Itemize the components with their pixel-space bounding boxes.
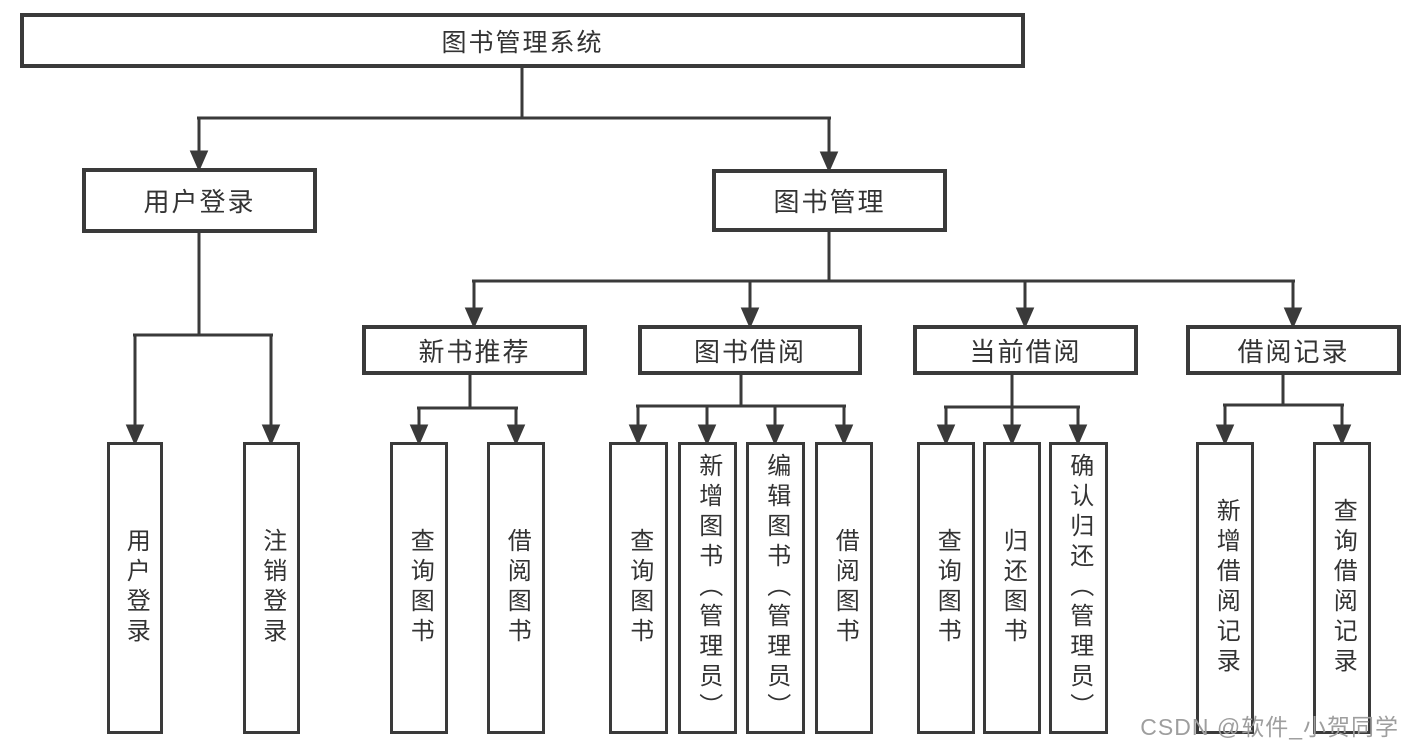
leaf-user-login: 用户登录 <box>107 442 163 734</box>
leaf-recommend-query-books: 查询图书 <box>390 442 448 734</box>
leaf-borrowing-edit-books-admin-label: 编辑图书（管理员） <box>762 453 790 723</box>
csdn-watermark: CSDN @软件_小贺同学 <box>1140 714 1399 740</box>
leaf-logout-label: 注销登录 <box>258 528 286 648</box>
leaf-records-add-record-label: 新增借阅记录 <box>1212 498 1240 678</box>
leaf-records-query-record: 查询借阅记录 <box>1313 442 1371 734</box>
node-new-book-recommendation: 新书推荐 <box>362 325 587 375</box>
leaf-borrowing-add-books-admin: 新增图书（管理员） <box>678 442 737 734</box>
leaf-borrowing-edit-books-admin: 编辑图书（管理员） <box>746 442 805 734</box>
leaf-borrowing-add-books-admin-label: 新增图书（管理员） <box>694 453 722 723</box>
leaf-borrowing-borrow-books-label: 借阅图书 <box>831 528 859 648</box>
node-current-borrowing: 当前借阅 <box>913 325 1138 375</box>
node-library-management-system: 图书管理系统 <box>20 13 1025 68</box>
leaf-current-confirm-return-admin: 确认归还（管理员） <box>1049 442 1108 734</box>
leaf-current-confirm-return-admin-label: 确认归还（管理员） <box>1065 453 1093 723</box>
node-book-management: 图书管理 <box>712 169 947 232</box>
leaf-current-return-books: 归还图书 <box>983 442 1041 734</box>
leaf-logout: 注销登录 <box>243 442 300 734</box>
leaf-user-login-label: 用户登录 <box>122 528 150 648</box>
leaf-recommend-borrow-books: 借阅图书 <box>487 442 545 734</box>
node-user-login: 用户登录 <box>82 168 317 233</box>
leaf-borrowing-borrow-books: 借阅图书 <box>815 442 873 734</box>
leaf-recommend-borrow-books-label: 借阅图书 <box>503 528 531 648</box>
leaf-records-query-record-label: 查询借阅记录 <box>1329 498 1357 678</box>
leaf-current-query-books: 查询图书 <box>917 442 975 734</box>
leaf-borrowing-query-books-label: 查询图书 <box>625 528 653 648</box>
node-borrowing-records: 借阅记录 <box>1186 325 1401 375</box>
leaf-records-add-record: 新增借阅记录 <box>1196 442 1254 734</box>
node-book-borrowing: 图书借阅 <box>638 325 862 375</box>
leaf-recommend-query-books-label: 查询图书 <box>406 528 434 648</box>
leaf-borrowing-query-books: 查询图书 <box>609 442 668 734</box>
leaf-current-return-books-label: 归还图书 <box>999 528 1027 648</box>
leaf-current-query-books-label: 查询图书 <box>933 528 961 648</box>
